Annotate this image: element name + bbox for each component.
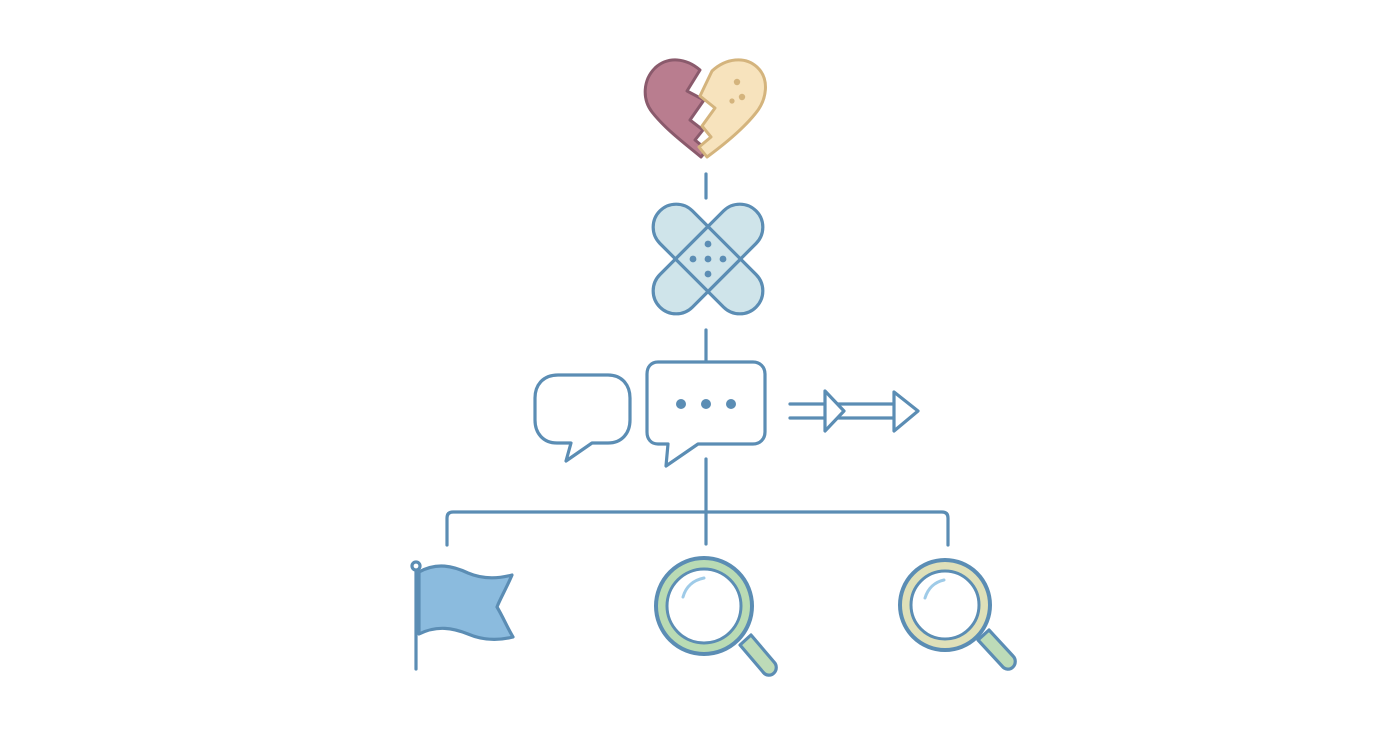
bandage-hole	[689, 255, 697, 263]
magnifier-glass	[665, 567, 743, 645]
bandage-hole	[704, 255, 712, 263]
flag-icon	[410, 560, 515, 671]
flag-pole-top	[410, 560, 422, 572]
bandage-hole	[719, 255, 727, 263]
typing-dot	[726, 399, 736, 409]
branch-bar	[445, 510, 950, 547]
heart-left-half	[643, 58, 709, 159]
heart-spot	[733, 78, 741, 86]
magnifier-glass	[909, 569, 981, 641]
broken-heart-icon	[643, 58, 767, 159]
magnifier-handle	[976, 628, 1017, 671]
typing-dot	[701, 399, 711, 409]
bandage-hole	[704, 240, 712, 248]
heart-right-half	[697, 58, 767, 159]
arrow-mid-head	[823, 389, 846, 433]
magnifying-glass-icon	[898, 558, 1017, 671]
connectors	[445, 172, 950, 547]
magnifier-handle	[738, 633, 778, 677]
speech-bubble-icon	[533, 373, 632, 463]
bandage-icon	[651, 202, 765, 316]
magnifier-shine	[681, 576, 706, 599]
bandage-hole	[704, 270, 712, 278]
heart-spot	[729, 98, 735, 104]
magnifying-glass-icon	[654, 556, 778, 677]
typing-dot	[676, 399, 686, 409]
flag-cloth	[417, 564, 515, 641]
arrow-end-head	[892, 390, 920, 433]
double-arrow-right-icon	[788, 389, 920, 433]
chat-bubble-outline	[645, 360, 767, 468]
heart-spot	[738, 93, 746, 101]
magnifier-shine	[923, 578, 946, 600]
chat-typing-icon	[645, 360, 767, 468]
